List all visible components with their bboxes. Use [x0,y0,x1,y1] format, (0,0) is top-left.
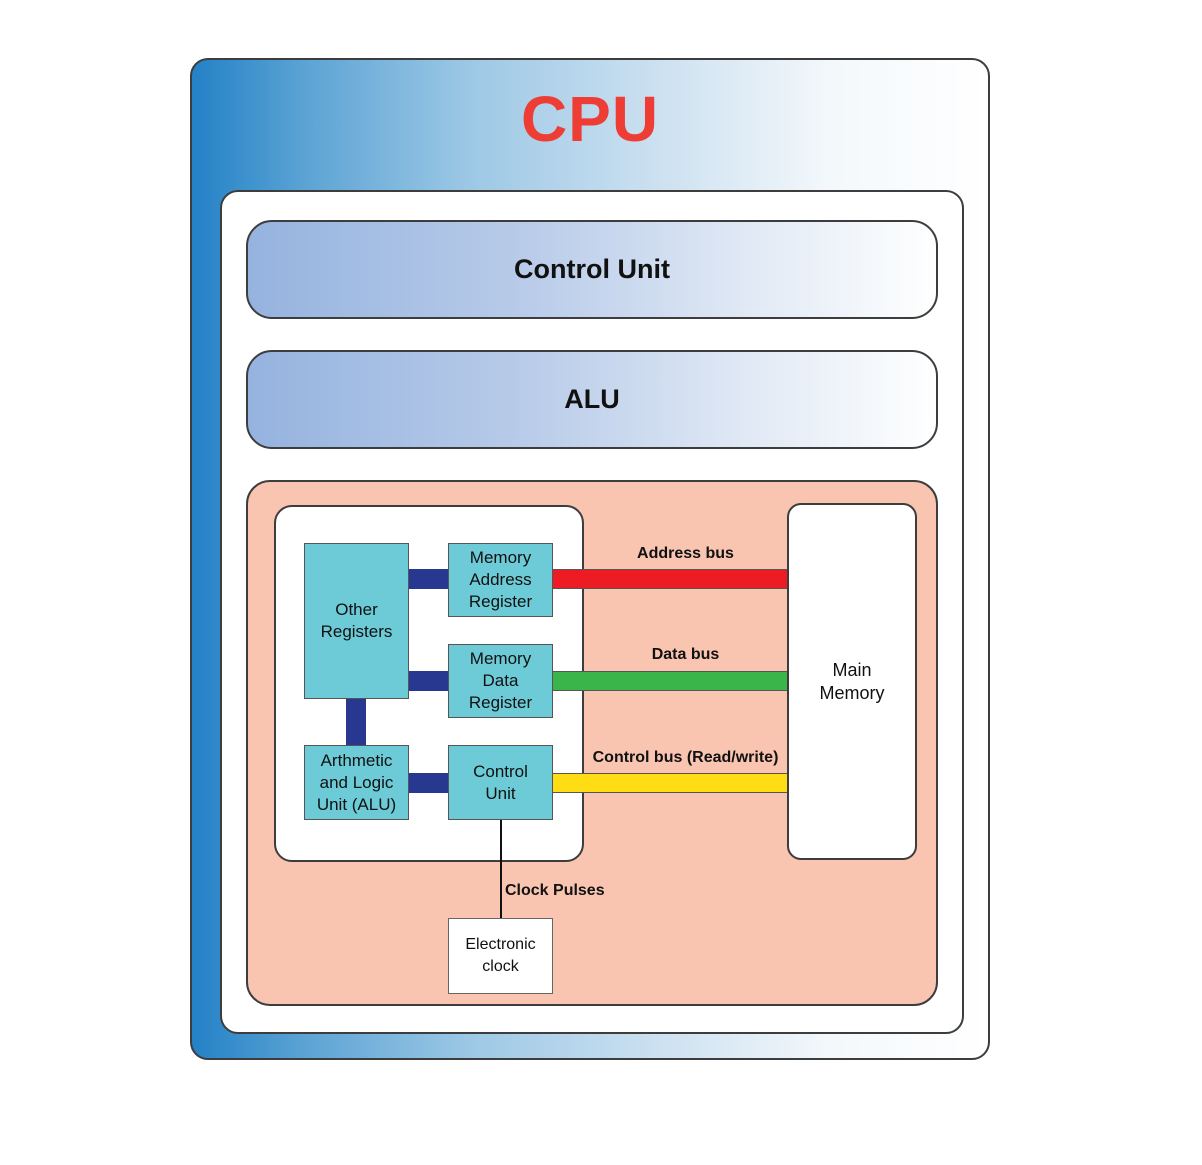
control-bus-label: Control bus (Read/write) [592,749,779,766]
clock-pulses-label: Clock Pulses [505,882,605,899]
connector-other-mar [408,569,448,589]
clock-pulse-line [500,820,502,920]
connector-other-mdr [408,671,448,691]
control-bus [553,773,787,793]
data-bus-label: Data bus [651,646,720,663]
control-unit-label: Control Unit [514,254,670,284]
address-bus [553,569,787,589]
alu-label: ALU [564,384,620,414]
address-bus-label: Address bus [637,545,734,562]
cpu-title: CPU [520,83,660,155]
control-unit-block: Control Unit [246,220,938,319]
data-bus [553,671,787,691]
connector-alu-cu [408,773,448,793]
alu-block: ALU [246,350,938,449]
connector-other-alu [346,698,366,746]
